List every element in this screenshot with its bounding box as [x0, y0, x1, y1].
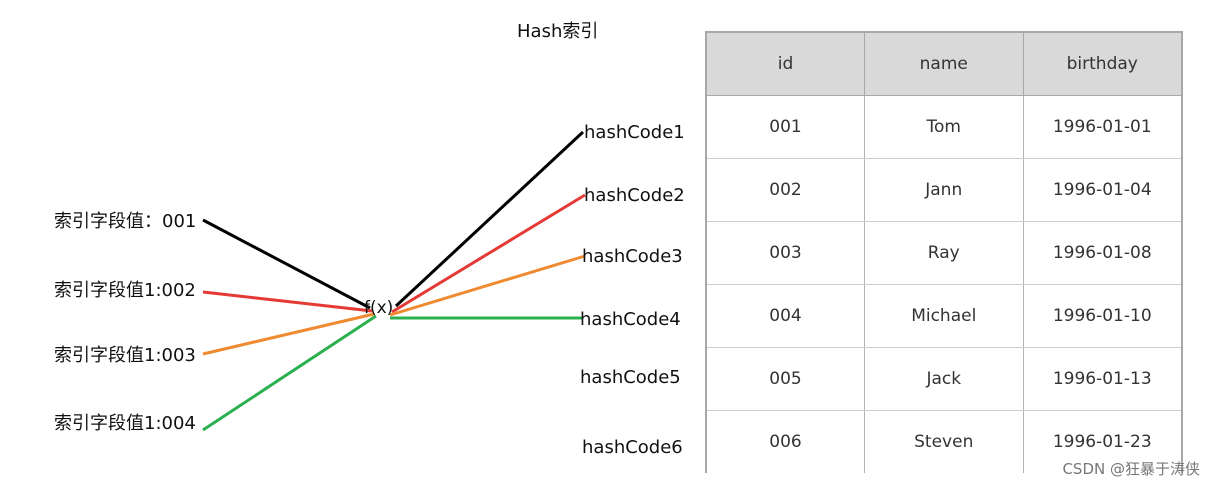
- hash-function-label: f(x): [364, 298, 393, 318]
- cell-birthday: 1996-01-13: [1022, 347, 1183, 411]
- output-label-hashcode4: hashCode4: [580, 309, 681, 330]
- record-table: id name birthday 001 Tom 1996-01-01 002 …: [705, 31, 1183, 473]
- cell-birthday: 1996-01-10: [1022, 284, 1183, 348]
- input-line-004: [202, 314, 377, 432]
- cell-birthday: 1996-01-04: [1022, 158, 1183, 222]
- output-label-hashcode2: hashCode2: [584, 185, 685, 206]
- input-label-003: 索引字段值1:003: [54, 345, 196, 366]
- output-line-hashcode3: [389, 254, 586, 317]
- table-row: 003 Ray 1996-01-08: [705, 221, 1183, 285]
- cell-id: 005: [705, 347, 865, 411]
- cell-name: Ray: [864, 221, 1024, 285]
- table-row: 001 Tom 1996-01-01: [705, 95, 1183, 159]
- table-row: 005 Jack 1996-01-13: [705, 347, 1183, 411]
- input-line-001: [202, 218, 371, 310]
- output-line-hashcode2: [391, 193, 586, 314]
- cell-id: 001: [705, 95, 865, 159]
- diagram-title: Hash索引: [517, 21, 598, 42]
- table-header-row: id name birthday: [705, 31, 1183, 96]
- cell-id: 006: [705, 410, 865, 473]
- table-row: 002 Jann 1996-01-04: [705, 158, 1183, 222]
- input-line-003: [202, 312, 375, 356]
- output-label-hashcode1: hashCode1: [584, 122, 685, 143]
- output-label-hashcode6: hashCode6: [582, 437, 683, 458]
- cell-name: Jann: [864, 158, 1024, 222]
- input-label-004: 索引字段值1:004: [54, 413, 196, 434]
- output-label-hashcode5: hashCode5: [580, 367, 681, 388]
- cell-name: Tom: [864, 95, 1024, 159]
- input-label-001: 索引字段值：001: [54, 211, 196, 232]
- cell-name: Steven: [864, 410, 1024, 473]
- watermark: CSDN @狂暴于涛侠: [1062, 460, 1200, 478]
- table-row: 004 Michael 1996-01-10: [705, 284, 1183, 348]
- cell-birthday: 1996-01-08: [1022, 221, 1183, 285]
- column-header-id: id: [705, 31, 865, 96]
- column-header-name: name: [864, 31, 1024, 96]
- input-label-002: 索引字段值1:002: [54, 280, 196, 301]
- input-line-002: [202, 290, 373, 313]
- output-label-hashcode3: hashCode3: [582, 246, 683, 267]
- cell-name: Michael: [864, 284, 1024, 348]
- output-line-hashcode1: [394, 130, 585, 308]
- cell-birthday: 1996-01-23: [1022, 410, 1183, 473]
- cell-id: 004: [705, 284, 865, 348]
- column-header-birthday: birthday: [1022, 31, 1183, 96]
- table-row: 006 Steven 1996-01-23: [705, 410, 1183, 473]
- cell-name: Jack: [864, 347, 1024, 411]
- cell-id: 002: [705, 158, 865, 222]
- cell-birthday: 1996-01-01: [1022, 95, 1183, 159]
- cell-id: 003: [705, 221, 865, 285]
